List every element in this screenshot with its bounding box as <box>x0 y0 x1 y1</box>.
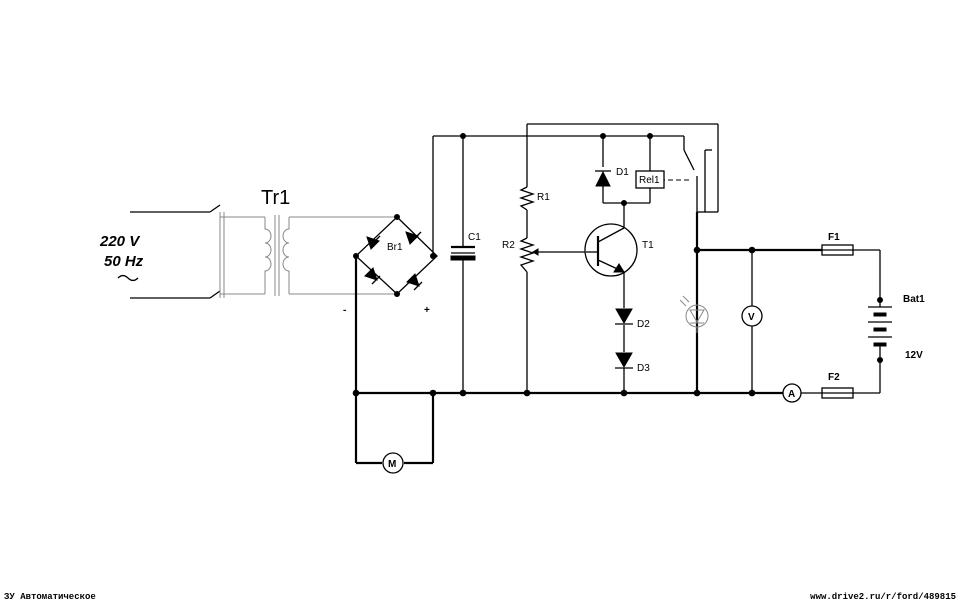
bridge-label: Br1 <box>387 242 403 253</box>
mains-voltage-label: 220 V <box>99 233 141 250</box>
bridge-plus-label: + <box>424 305 430 316</box>
potentiometer-r2: R2 <box>502 237 586 273</box>
resistor1-label: R1 <box>537 192 550 203</box>
bridge-minus-label: - <box>343 305 346 316</box>
capacitor-label: C1 <box>468 232 481 243</box>
ammeter: A <box>782 383 802 403</box>
resistor-r1: R1 <box>518 186 550 211</box>
relay-label: Rel1 <box>639 175 660 186</box>
battery-label: Bat1 <box>903 294 925 305</box>
fuse1-label: F1 <box>828 232 840 243</box>
battery-bat1: Bat1 12V <box>868 294 925 361</box>
led-indicator <box>679 295 709 333</box>
motor-fan: M <box>382 452 404 474</box>
fuse-f1: F1 <box>821 232 854 256</box>
transformer-label: Tr1 <box>261 187 290 209</box>
diode-d2: D2 <box>615 308 650 330</box>
footer-url: www.drive2.ru/r/ford/489815 <box>810 592 956 602</box>
bridge-rectifier-br1: Br1 - + <box>343 214 438 316</box>
main-wiring <box>354 123 881 465</box>
mains-frequency-label: 50 Hz <box>104 253 144 270</box>
ac-wave-icon <box>117 274 139 282</box>
battery-voltage-label: 12V <box>905 350 923 361</box>
footer-title: ЗУ Автоматическое <box>4 592 96 602</box>
resistor2-label: R2 <box>502 240 515 251</box>
transformer-tr1: Tr1 <box>219 187 397 298</box>
diode-d1: D1 <box>595 167 629 187</box>
transistor-t1: T1 <box>584 223 654 277</box>
relay-rel1: Rel1 <box>635 170 665 189</box>
voltmeter: V <box>741 305 763 327</box>
fuse-f2: F2 <box>821 372 854 399</box>
capacitor-c1: C1 <box>450 232 481 261</box>
fuse2-label: F2 <box>828 372 840 383</box>
mains-input: 220 V 50 Hz <box>99 204 221 299</box>
transistor-label: T1 <box>642 240 654 251</box>
junctions <box>352 133 883 397</box>
diode1-label: D1 <box>616 167 629 178</box>
ammeter-label: A <box>788 389 795 400</box>
motor-label: M <box>388 459 396 470</box>
voltmeter-label: V <box>748 312 755 323</box>
diode3-label: D3 <box>637 363 650 374</box>
diode2-label: D2 <box>637 319 650 330</box>
diode-d3: D3 <box>615 352 650 374</box>
